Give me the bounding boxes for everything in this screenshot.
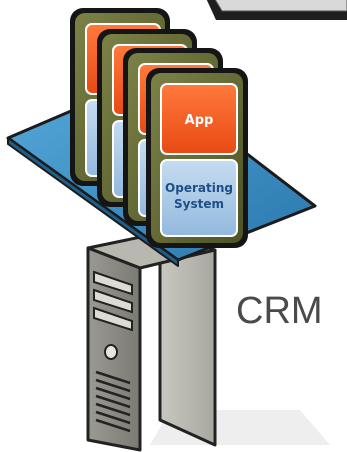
server-tower-icon: [86, 231, 330, 452]
vm-card-stack: App Operating System: [70, 8, 248, 248]
os-label-line1: Operating: [165, 181, 233, 195]
monitor-fragment: [206, 0, 347, 20]
vm-card-front: App Operating System: [146, 68, 248, 248]
app-label: App: [185, 113, 214, 128]
crm-server-label: CRM: [236, 290, 323, 332]
os-label-line2: System: [174, 197, 224, 211]
os-block: [160, 159, 238, 237]
app-block: [160, 83, 238, 155]
